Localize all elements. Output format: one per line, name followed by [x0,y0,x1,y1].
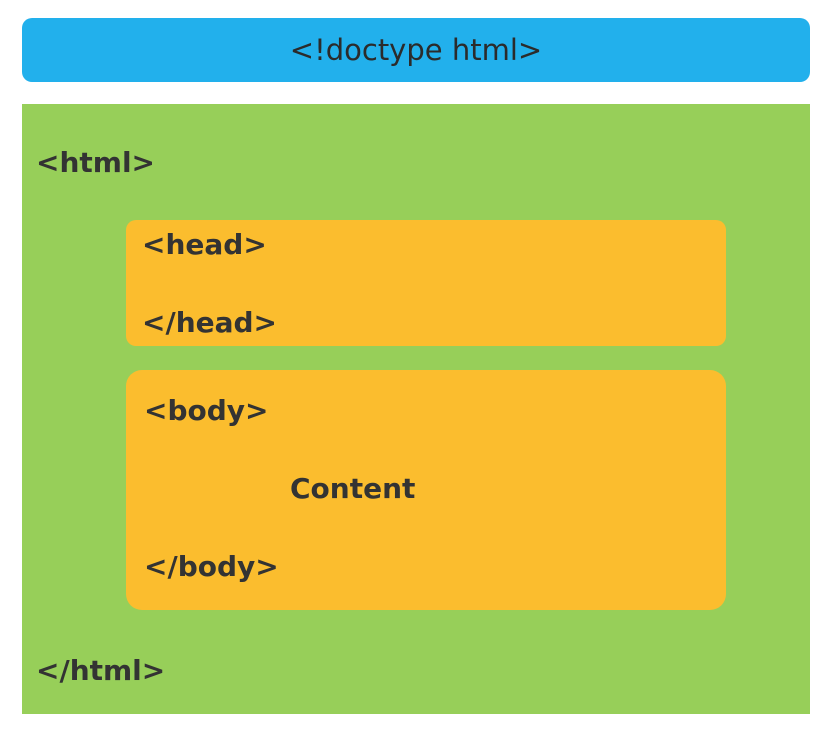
body-close-tag: </body> [144,550,279,583]
doctype-bar: <!doctype html> [22,18,810,82]
head-close-tag: </head> [142,306,278,339]
head-open-tag: <head> [142,228,267,261]
head-element-box: <head> </head> [126,220,726,346]
body-content-label: Content [290,472,416,505]
body-open-tag: <body> [144,394,269,427]
doctype-label: <!doctype html> [289,33,543,67]
html-close-tag: </html> [36,654,166,687]
html-element-box: <html> <head> </head> <body> Content </b… [22,104,810,714]
html-open-tag: <html> [36,146,156,179]
body-element-box: <body> Content </body> [126,370,726,610]
